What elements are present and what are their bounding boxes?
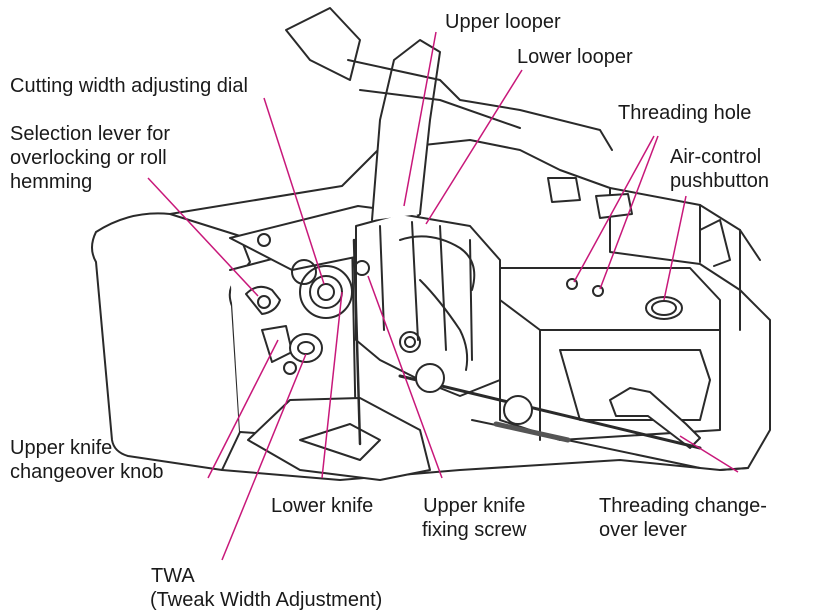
label-threading-lever: Threading change- over lever bbox=[599, 494, 767, 542]
leader-selection-lever bbox=[147, 177, 259, 297]
leader-lower-knife bbox=[321, 291, 343, 479]
label-selection-lever-line2: overlocking or roll bbox=[10, 147, 167, 169]
knife-blade bbox=[352, 238, 362, 446]
label-upper-looper: Upper looper bbox=[445, 11, 561, 33]
label-air-control-line2: pushbutton bbox=[670, 170, 769, 192]
label-upper-knife-knob-line2: changeover knob bbox=[10, 461, 164, 483]
threading-slot-1 bbox=[547, 177, 581, 203]
label-lower-looper: Lower looper bbox=[517, 46, 633, 68]
leader-upper-looper bbox=[403, 31, 437, 207]
looper-cover bbox=[499, 267, 721, 331]
center-frame bbox=[355, 213, 501, 397]
twa-knob-shape bbox=[289, 333, 323, 363]
label-twa: TWA (Tweak Width Adjustment) bbox=[150, 564, 382, 612]
leader-threading-hole-1 bbox=[573, 135, 655, 283]
label-upper-knife-knob: Upper knife changeover knob bbox=[10, 436, 163, 484]
label-threading-lever-line2: over lever bbox=[599, 519, 687, 541]
label-cutting-width-dial: Cutting width adjusting dial bbox=[10, 75, 248, 97]
label-air-control-line1: Air-control bbox=[670, 146, 762, 168]
label-selection-lever-line1: Selection lever for bbox=[10, 123, 171, 145]
threading-slot-2 bbox=[595, 193, 633, 219]
machine-bed bbox=[221, 459, 749, 481]
needle-arm bbox=[371, 39, 441, 221]
machine-body-left bbox=[91, 212, 251, 471]
leader-upper-knife-screw bbox=[367, 275, 443, 479]
leader-threading-hole-2 bbox=[599, 135, 659, 290]
label-threading-lever-line1: Threading change- bbox=[599, 495, 767, 517]
threading-hole-dot-2 bbox=[592, 285, 604, 297]
leader-twa bbox=[221, 353, 307, 561]
machine-top-plate bbox=[169, 139, 761, 261]
threading-lever-shape bbox=[609, 387, 701, 449]
label-lower-knife: Lower knife bbox=[271, 495, 374, 517]
label-threading-hole: Threading hole bbox=[618, 102, 752, 124]
leader-threading-lever bbox=[679, 435, 739, 473]
label-twa-line1: TWA bbox=[151, 565, 195, 587]
leader-air-control bbox=[663, 195, 687, 301]
label-air-control: Air-control pushbutton bbox=[670, 145, 769, 193]
label-twa-line2: (Tweak Width Adjustment) bbox=[150, 589, 383, 611]
selection-lever-shape bbox=[245, 285, 281, 315]
leader-upper-knife-knob bbox=[207, 339, 279, 479]
front-shaft bbox=[398, 374, 702, 450]
label-upper-knife-screw: Upper knife fixing screw bbox=[422, 494, 526, 542]
label-upper-knife-screw-line2: fixing screw bbox=[422, 519, 527, 541]
label-upper-knife-knob-line1: Upper knife bbox=[10, 437, 113, 459]
leader-cutting-dial bbox=[263, 97, 325, 285]
label-upper-knife-screw-line1: Upper knife bbox=[423, 495, 526, 517]
leader-lower-looper bbox=[425, 69, 523, 225]
label-selection-lever-line3: hemming bbox=[10, 171, 93, 193]
label-selection-lever: Selection lever for overlocking or roll … bbox=[10, 122, 170, 194]
cutting-dial-shape bbox=[299, 265, 353, 319]
